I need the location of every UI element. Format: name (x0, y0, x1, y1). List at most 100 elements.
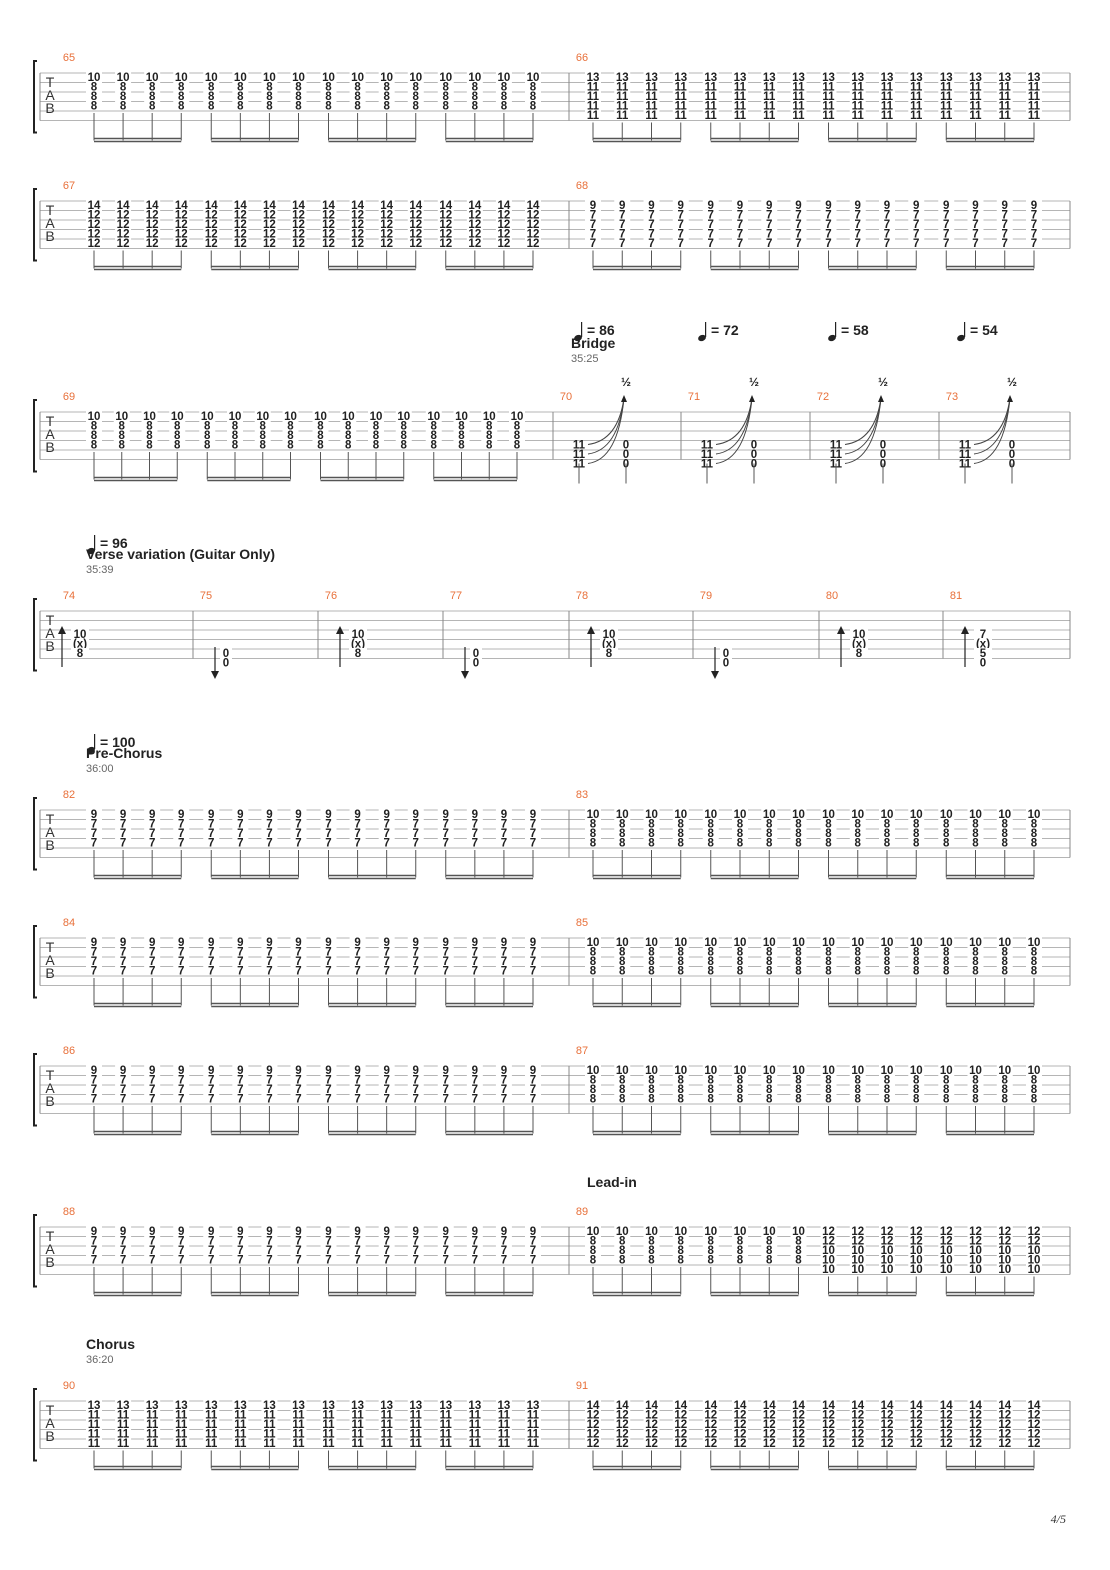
fret-number: 8 (913, 956, 920, 968)
fret-number: 9 (501, 1065, 507, 1077)
fret-number: 12 (527, 238, 540, 250)
fret-number: 7 (208, 828, 214, 840)
fret-number: 8 (943, 819, 950, 831)
fret-number: 11 (705, 91, 718, 103)
fret-number: 8 (501, 91, 508, 103)
measure-number: 90 (63, 1380, 75, 1392)
fret-number: 12 (468, 229, 481, 241)
fret-number: 9 (266, 1226, 272, 1238)
fret-number: 8 (766, 838, 773, 850)
fret-number: 13 (117, 1400, 130, 1412)
fret-number: 8 (590, 828, 597, 840)
fret-number: 12 (117, 238, 130, 250)
fret-number: 11 (881, 110, 894, 122)
fret-number: 8 (737, 966, 744, 978)
fret-number: 13 (146, 1400, 159, 1412)
fret-number: 7 (443, 956, 449, 968)
fret-number: 8 (472, 91, 479, 103)
fret-number: 7 (354, 1236, 360, 1248)
fret-number: 8 (383, 91, 390, 103)
fret-number: 7 (354, 1084, 360, 1096)
fret-number: 11 (205, 1419, 218, 1431)
fret-number: 9 (383, 937, 389, 949)
fret-number: 11 (146, 1410, 159, 1422)
fret-number: 10 (616, 937, 629, 949)
fret-number: 10 (910, 1255, 923, 1267)
fret-number: 7 (383, 838, 389, 850)
fret-number: 8 (317, 440, 324, 452)
fret-number: 9 (120, 937, 126, 949)
fret-number: 8 (678, 838, 685, 850)
fret-number: 10 (940, 1264, 953, 1276)
fret-number: 10 (969, 1264, 982, 1276)
fret-number: 7 (1002, 229, 1008, 241)
fret-number: 8 (913, 828, 920, 840)
fret-number: 12 (674, 1410, 687, 1422)
fret-number: 11 (852, 110, 865, 122)
fret-number: 7 (383, 1094, 389, 1106)
fret-number: 7 (443, 1084, 449, 1096)
fret-number: 13 (439, 1400, 452, 1412)
fret-number: 7 (266, 1075, 272, 1087)
strum-note: 10(x)8 (587, 626, 618, 667)
fret-number: 11 (205, 1410, 218, 1422)
fret-number: 12 (998, 1429, 1011, 1441)
fret-number: 14 (792, 1400, 805, 1412)
fret-number: 12 (234, 210, 247, 222)
fret-number: 11 (175, 1419, 188, 1431)
fret-number: 8 (119, 421, 126, 433)
bend-arrow-icon (749, 395, 755, 402)
fret-number: 8 (737, 819, 744, 831)
fret-number: 8 (383, 82, 390, 94)
fret-number: 11 (969, 101, 982, 113)
fret-number: 8 (91, 430, 98, 442)
fret-number: 8 (1031, 819, 1038, 831)
fret-number: 7 (237, 1255, 243, 1267)
fret-number: 10 (645, 1226, 658, 1238)
fret-number: 7 (590, 219, 596, 231)
measure-number: 78 (576, 590, 588, 602)
bend-amount: ½ (749, 375, 759, 389)
fret-number: 11 (234, 1419, 247, 1431)
fret-number: 12 (409, 229, 422, 241)
fret-number: 12 (940, 1429, 953, 1441)
fret-number: 12 (881, 1429, 894, 1441)
fret-number: 13 (969, 72, 982, 84)
strum-note: 10(x)8 (837, 626, 868, 667)
fret-number: 12 (351, 229, 364, 241)
fret-number: 9 (383, 1065, 389, 1077)
fret-number: 11 (701, 440, 714, 452)
bend-arrow-icon (621, 395, 627, 402)
fret-number: 8 (1031, 966, 1038, 978)
fret-number: 8 (91, 82, 98, 94)
fret-number: 14 (1028, 1400, 1041, 1412)
fret-number: 12 (205, 219, 218, 231)
fret-number: 10 (234, 72, 247, 84)
fret-number: 0 (980, 658, 986, 670)
fret-number: 13 (704, 72, 717, 84)
fret-number: 11 (381, 1429, 394, 1441)
fret-number: 10 (527, 72, 540, 84)
fret-number: 14 (409, 200, 422, 212)
measure-number: 88 (63, 1206, 75, 1218)
fret-number: 12 (940, 1226, 953, 1238)
fret-number: 9 (91, 1065, 97, 1077)
fret-number: 8 (354, 101, 361, 113)
